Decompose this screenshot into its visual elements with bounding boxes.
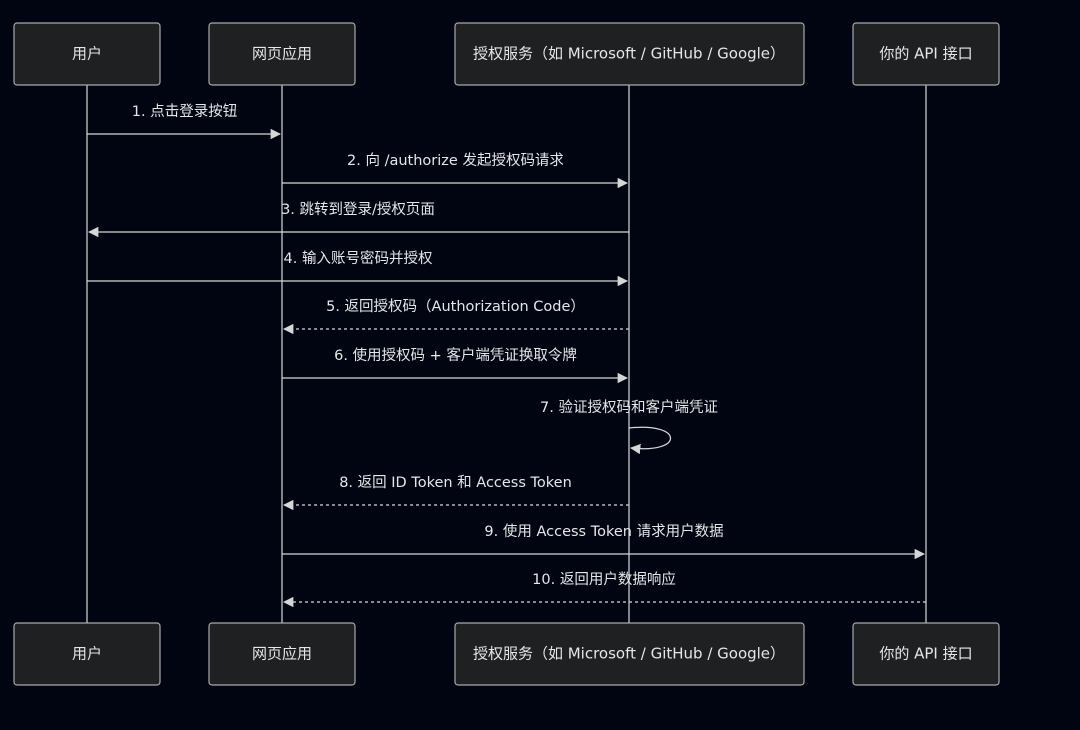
- message-label: 4. 输入账号密码并授权: [284, 250, 433, 267]
- message-5: 5. 返回授权码（Authorization Code）: [282, 298, 629, 335]
- message-label: 1. 点击登录按钮: [132, 103, 237, 120]
- participant-4-top: 你的 API 接口: [852, 22, 1000, 86]
- participant-2-bottom: 网页应用: [208, 622, 356, 686]
- participant-label: 网页应用: [252, 45, 312, 63]
- message-6: 6. 使用授权码 + 客户端凭证换取令牌: [282, 347, 629, 384]
- message-8: 8. 返回 ID Token 和 Access Token: [282, 474, 629, 511]
- self-message-arrow: [628, 426, 672, 455]
- participant-1-bottom: 用户: [13, 622, 161, 686]
- participant-label: 授权服务（如 Microsoft / GitHub / Google）: [473, 645, 785, 663]
- participant-label: 用户: [72, 45, 102, 63]
- message-7: 7. 验证授权码和客户端凭证: [540, 399, 718, 455]
- message-label: 3. 跳转到登录/授权页面: [281, 201, 435, 218]
- participant-box: [852, 22, 1000, 86]
- message-1: 1. 点击登录按钮: [87, 103, 282, 140]
- participant-2-top: 网页应用: [208, 22, 356, 86]
- message-label: 2. 向 /authorize 发起授权码请求: [347, 152, 564, 169]
- message-label: 10. 返回用户数据响应: [532, 570, 676, 588]
- message-9: 9. 使用 Access Token 请求用户数据: [282, 523, 926, 560]
- participant-label: 用户: [72, 645, 102, 663]
- participant-box: [852, 622, 1000, 686]
- message-label: 9. 使用 Access Token 请求用户数据: [484, 523, 723, 540]
- participant-label: 你的 API 接口: [879, 45, 972, 63]
- message-label: 8. 返回 ID Token 和 Access Token: [339, 474, 572, 491]
- message-4: 4. 输入账号密码并授权: [87, 250, 629, 287]
- participant-3-top: 授权服务（如 Microsoft / GitHub / Google）: [454, 22, 805, 86]
- participant-1-top: 用户: [13, 22, 161, 86]
- message-3: 3. 跳转到登录/授权页面: [87, 201, 629, 238]
- message-label: 5. 返回授权码（Authorization Code）: [326, 298, 585, 315]
- message-label: 6. 使用授权码 + 客户端凭证换取令牌: [334, 347, 577, 364]
- participant-box: [13, 22, 161, 86]
- participant-box: [454, 622, 805, 686]
- participant-label: 你的 API 接口: [879, 645, 972, 663]
- message-10: 10. 返回用户数据响应: [282, 570, 926, 608]
- participant-box: [454, 22, 805, 86]
- participant-label: 授权服务（如 Microsoft / GitHub / Google）: [473, 45, 785, 63]
- message-2: 2. 向 /authorize 发起授权码请求: [282, 152, 629, 189]
- participant-box: [13, 622, 161, 686]
- participant-4-bottom: 你的 API 接口: [852, 622, 1000, 686]
- participant-box: [208, 622, 356, 686]
- participant-label: 网页应用: [252, 645, 312, 663]
- message-label: 7. 验证授权码和客户端凭证: [540, 399, 718, 416]
- participant-box: [208, 22, 356, 86]
- participant-3-bottom: 授权服务（如 Microsoft / GitHub / Google）: [454, 622, 805, 686]
